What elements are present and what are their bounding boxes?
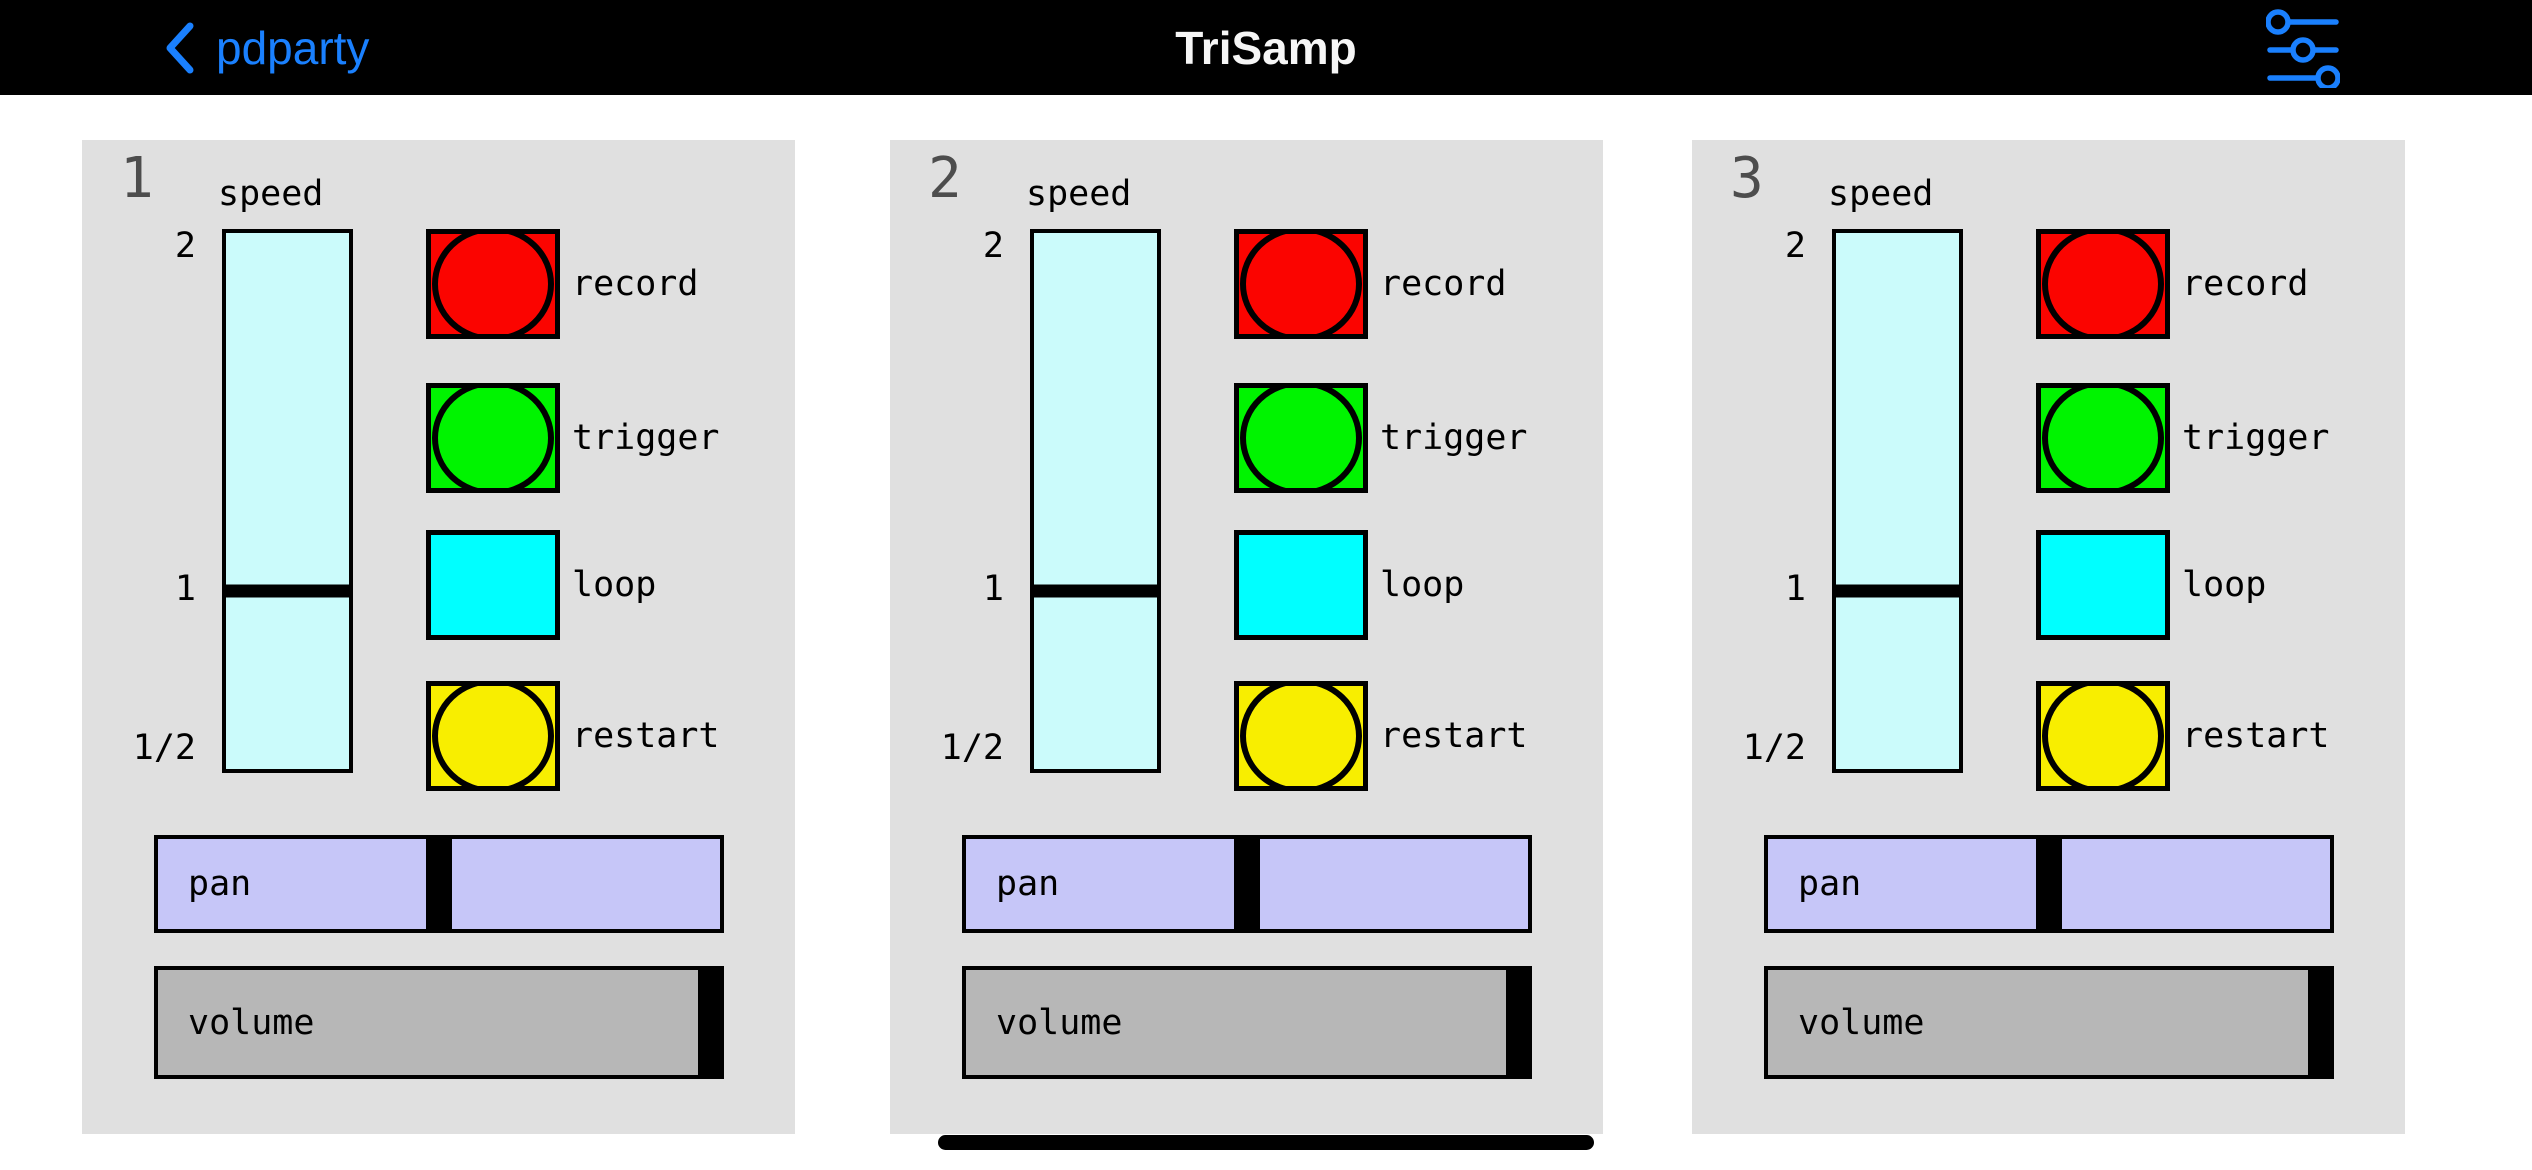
loop-label: loop bbox=[2182, 565, 2267, 605]
speed-tick-half: 1/2 bbox=[1742, 728, 1806, 768]
speed-label: speed bbox=[218, 174, 324, 214]
loop-toggle[interactable] bbox=[1234, 530, 1368, 640]
speed-slider[interactable] bbox=[222, 229, 353, 773]
loop-label: loop bbox=[572, 565, 657, 605]
pan-label: pan bbox=[188, 864, 252, 904]
record-button[interactable] bbox=[426, 229, 560, 339]
speed-slider[interactable] bbox=[1832, 229, 1963, 773]
pan-slider-handle[interactable] bbox=[1234, 839, 1260, 929]
trigger-button[interactable] bbox=[2036, 383, 2170, 493]
volume-label: volume bbox=[996, 1002, 1123, 1043]
pan-slider[interactable]: pan bbox=[154, 835, 724, 933]
speed-tick-half: 1/2 bbox=[132, 728, 196, 768]
back-button[interactable]: pdparty bbox=[164, 0, 369, 95]
channel-number: 1 bbox=[120, 146, 154, 211]
volume-slider[interactable]: volume bbox=[962, 966, 1532, 1079]
pan-label: pan bbox=[996, 864, 1060, 904]
home-indicator[interactable] bbox=[938, 1135, 1594, 1150]
record-button[interactable] bbox=[1234, 229, 1368, 339]
pan-slider[interactable]: pan bbox=[1764, 835, 2334, 933]
volume-slider[interactable]: volume bbox=[154, 966, 724, 1079]
speed-tick-1: 1 bbox=[174, 569, 196, 609]
channel-number: 3 bbox=[1730, 146, 1764, 211]
record-button[interactable] bbox=[2036, 229, 2170, 339]
trigger-label: trigger bbox=[2182, 418, 2330, 458]
speed-slider-handle[interactable] bbox=[1034, 584, 1157, 598]
trigger-label: trigger bbox=[572, 418, 720, 458]
speed-slider-handle[interactable] bbox=[1836, 584, 1959, 598]
restart-button[interactable] bbox=[2036, 681, 2170, 791]
volume-label: volume bbox=[188, 1002, 315, 1043]
volume-label: volume bbox=[1798, 1002, 1925, 1043]
speed-tick-1: 1 bbox=[982, 569, 1004, 609]
speed-tick-1: 1 bbox=[1784, 569, 1806, 609]
restart-label: restart bbox=[1380, 716, 1528, 756]
restart-button[interactable] bbox=[1234, 681, 1368, 791]
restart-label: restart bbox=[572, 716, 720, 756]
sampler-panel-3: 3 speed 2 1 1/2 bbox=[1692, 140, 2405, 1134]
volume-slider-handle[interactable] bbox=[698, 970, 721, 1075]
pan-slider[interactable]: pan bbox=[962, 835, 1532, 933]
record-label: record bbox=[572, 264, 699, 304]
mixer-sliders-icon bbox=[2265, 9, 2341, 92]
volume-slider[interactable]: volume bbox=[1764, 966, 2334, 1079]
speed-tick-2: 2 bbox=[1784, 226, 1806, 266]
trigger-button[interactable] bbox=[1234, 383, 1368, 493]
pan-slider-handle[interactable] bbox=[426, 839, 452, 929]
record-label: record bbox=[2182, 264, 2309, 304]
sampler-panel-2: 2 speed 2 1 1/2 bbox=[890, 140, 1603, 1134]
channel-number: 2 bbox=[928, 146, 962, 211]
restart-label: restart bbox=[2182, 716, 2330, 756]
speed-tick-half: 1/2 bbox=[940, 728, 1004, 768]
nav-bar: pdparty TriSamp bbox=[0, 0, 2532, 95]
trigger-label: trigger bbox=[1380, 418, 1528, 458]
volume-slider-handle[interactable] bbox=[1506, 970, 1529, 1075]
volume-slider-handle[interactable] bbox=[2308, 970, 2331, 1075]
speed-tick-2: 2 bbox=[174, 226, 196, 266]
speed-slider-handle[interactable] bbox=[226, 584, 349, 598]
speed-label: speed bbox=[1828, 174, 1934, 214]
record-label: record bbox=[1380, 264, 1507, 304]
back-button-label: pdparty bbox=[216, 21, 370, 74]
speed-tick-2: 2 bbox=[982, 226, 1004, 266]
controls-menu-button[interactable] bbox=[2265, 8, 2341, 91]
sampler-panel-1: 1 speed 2 1 1/2 bbox=[82, 140, 795, 1134]
pan-label: pan bbox=[1798, 864, 1862, 904]
speed-slider[interactable] bbox=[1030, 229, 1161, 773]
restart-button[interactable] bbox=[426, 681, 560, 791]
loop-toggle[interactable] bbox=[426, 530, 560, 640]
page-title: TriSamp bbox=[1175, 21, 1357, 74]
trigger-button[interactable] bbox=[426, 383, 560, 493]
loop-toggle[interactable] bbox=[2036, 530, 2170, 640]
pan-slider-handle[interactable] bbox=[2036, 839, 2062, 929]
loop-label: loop bbox=[1380, 565, 1465, 605]
back-chevron-icon bbox=[164, 22, 194, 74]
speed-label: speed bbox=[1026, 174, 1132, 214]
